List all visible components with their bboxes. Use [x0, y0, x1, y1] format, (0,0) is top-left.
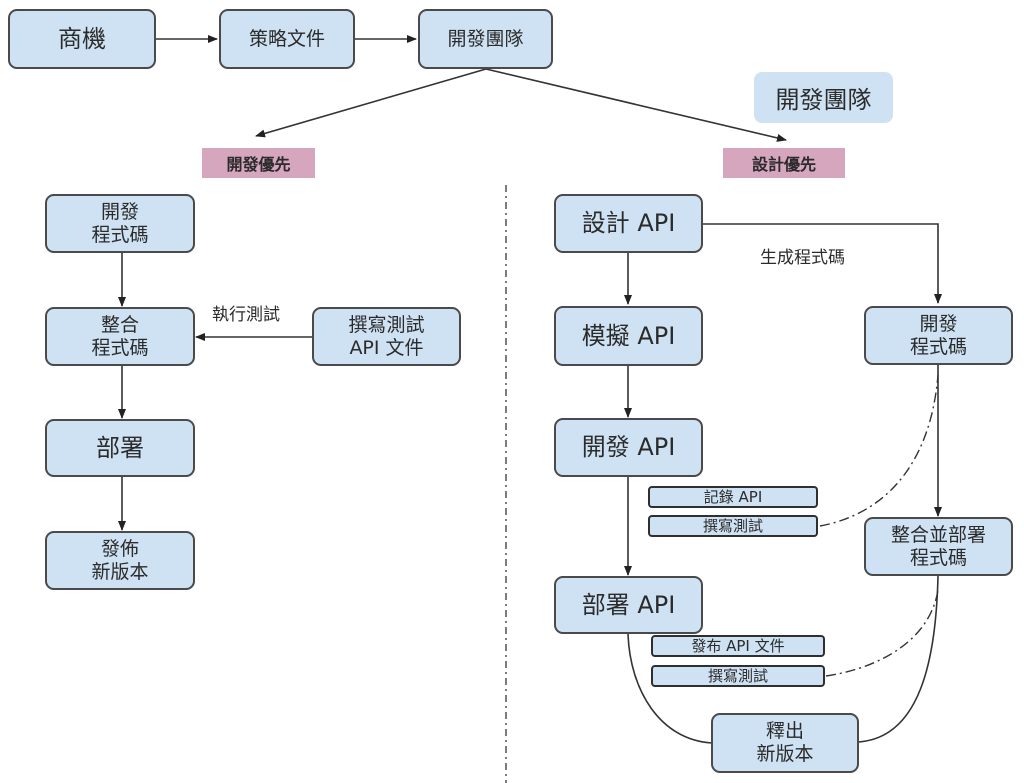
node-integrate-code[interactable]: 整合 程式碼 [45, 307, 195, 366]
tag-design-first: 設計優先 [723, 148, 845, 178]
subtask-write-tests-2[interactable]: 撰寫測試 [651, 665, 825, 687]
subtask-publish-api-docs[interactable]: 發布 API 文件 [651, 635, 825, 657]
node-opportunity[interactable]: 商機 [8, 9, 156, 69]
curve-integrate-to-release [857, 575, 939, 743]
node-integrate-deploy-code[interactable]: 整合並部署 程式碼 [864, 517, 1013, 576]
node-release-new-version[interactable]: 釋出 新版本 [711, 713, 859, 773]
dashdot-tests-to-develop-code [819, 374, 939, 527]
node-develop-api[interactable]: 開發 API [554, 418, 703, 477]
curve-deploy-to-release [627, 633, 713, 744]
node-dev-team[interactable]: 開發團隊 [418, 9, 553, 69]
dashdot-tests-to-integrate [825, 589, 939, 677]
node-deploy-api[interactable]: 部署 API [554, 576, 703, 634]
tag-code-first: 開發優先 [202, 148, 315, 178]
team-label: 開發團隊 [754, 72, 893, 123]
node-develop-code[interactable]: 開發 程式碼 [45, 194, 195, 253]
node-release[interactable]: 發佈 新版本 [45, 531, 195, 590]
arrow-team-to-design-first [485, 68, 787, 142]
label-generate-code: 生成程式碼 [760, 248, 845, 268]
arrow-team-to-code-first [255, 68, 487, 138]
subtask-document-api[interactable]: 記錄 API [648, 486, 818, 508]
label-run-tests: 執行測試 [212, 305, 280, 325]
node-design-api[interactable]: 設計 API [554, 194, 703, 253]
node-deploy[interactable]: 部署 [45, 419, 195, 477]
node-strategy-doc[interactable]: 策略文件 [219, 9, 355, 69]
node-develop-code-right[interactable]: 開發 程式碼 [864, 306, 1013, 365]
node-mock-api[interactable]: 模擬 API [554, 306, 703, 366]
node-write-tests-api-docs[interactable]: 撰寫測試 API 文件 [312, 307, 461, 366]
subtask-write-tests-1[interactable]: 撰寫測試 [648, 515, 818, 537]
arrow-design-to-develop-code [703, 223, 942, 304]
